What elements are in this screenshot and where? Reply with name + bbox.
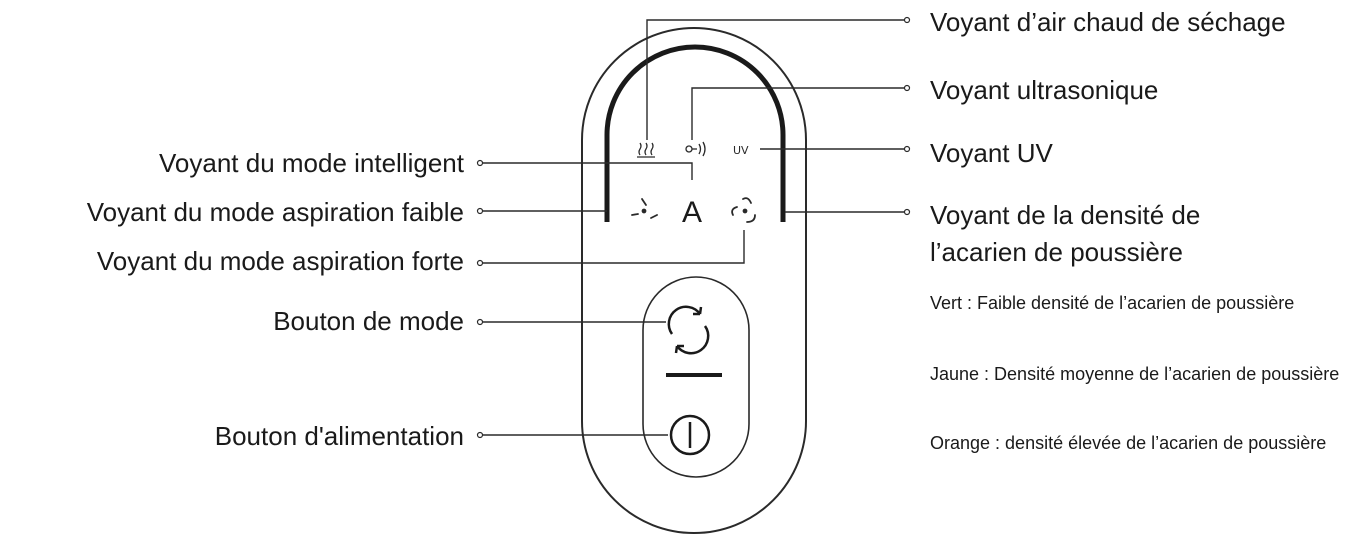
label-high-suction-mode: Voyant du mode aspiration forte: [96, 246, 464, 276]
label-mite-density-line1: Voyant de la densité de: [930, 200, 1201, 230]
density-level-yellow: Jaune : Densité moyenne de l’acarien de …: [930, 364, 1340, 384]
hot-air-icon: [637, 142, 655, 158]
high-suction-fan-icon: [731, 197, 756, 223]
label-power-button: Bouton d'alimentation: [214, 421, 464, 451]
right-leader-lines: [646, 19, 905, 213]
low-suction-fan-icon: [631, 198, 658, 219]
device-outline: [581, 27, 807, 534]
label-mite-density-line2: l’acarien de poussière: [930, 237, 1183, 267]
power-button[interactable]: [669, 414, 711, 456]
density-indicator-arc: [604, 44, 786, 222]
cycle-arrows-icon: [667, 305, 710, 355]
power-icon: [669, 414, 711, 456]
density-level-orange: Orange : densité élevée de l’acarien de …: [930, 433, 1327, 453]
label-intelligent-mode: Voyant du mode intelligent: [159, 148, 464, 178]
label-ultrasonic: Voyant ultrasonique: [930, 75, 1159, 105]
mode-button[interactable]: [667, 305, 710, 355]
label-mode-button: Bouton de mode: [273, 306, 464, 336]
label-hot-air-drying: Voyant d’air chaud de séchage: [930, 7, 1286, 37]
label-uv: Voyant UV: [930, 138, 1053, 168]
button-bay: [642, 276, 750, 478]
intelligent-mode-icon: A: [682, 196, 702, 229]
left-leader-lines: [483, 162, 745, 436]
right-leader-endpoints: [903, 16, 911, 216]
left-leader-endpoints: [476, 159, 484, 439]
ultrasonic-icon: [685, 141, 706, 157]
label-low-suction-mode: Voyant du mode aspiration faible: [86, 197, 464, 227]
uv-indicator-text: UV: [733, 144, 749, 157]
density-level-green: Vert : Faible densité de l’acarien de po…: [930, 293, 1295, 313]
